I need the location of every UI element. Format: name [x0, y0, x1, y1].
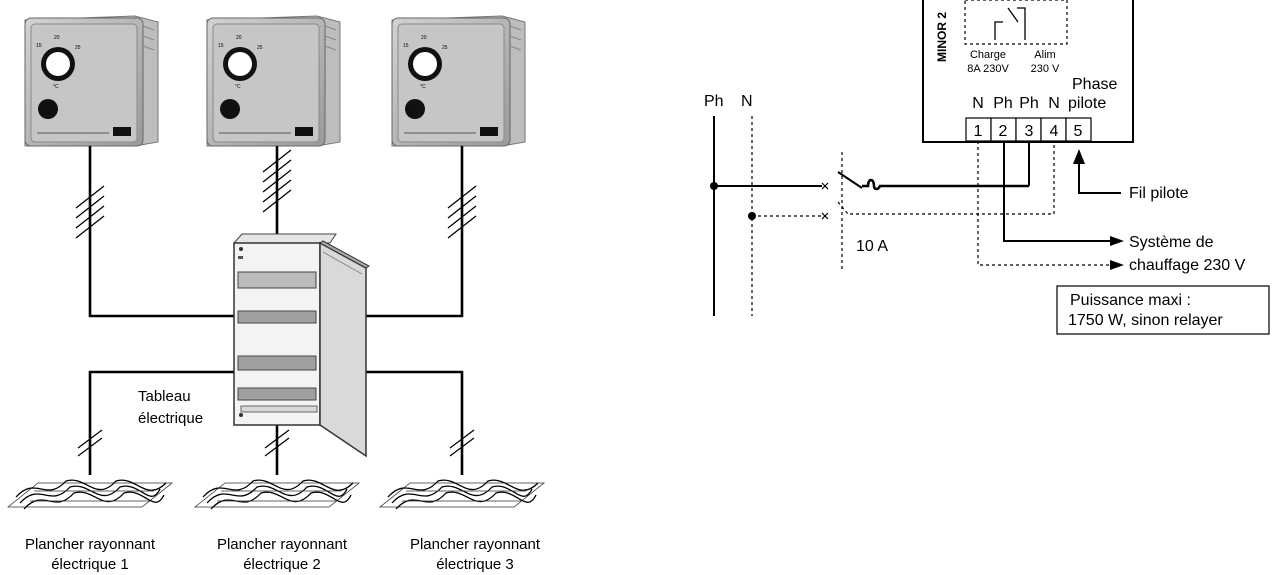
breaker-label: 10 A	[856, 238, 888, 255]
thermostat-1: 15 20 25 °C	[24, 15, 159, 147]
phase-pilote-line1: Phase	[1072, 76, 1117, 93]
unit-label: °C	[420, 84, 426, 90]
dial-tick-20: 20	[54, 35, 60, 41]
neutral-wire	[748, 141, 1055, 220]
floor-1-label-line1: Plancher rayonnant	[25, 536, 156, 553]
terminal-header-4: N	[1048, 95, 1060, 112]
floor-1-label-line2: électrique 1	[51, 556, 129, 573]
terminal-5: 5	[1074, 123, 1083, 140]
line-ph-label: Ph	[704, 93, 724, 110]
heating-floor-1	[6, 479, 174, 510]
alim-label-line2: 230 V	[1031, 63, 1060, 75]
terminal-4: 4	[1050, 123, 1059, 140]
dial-tick-15: 15	[36, 43, 42, 49]
floor-3-label-line1: Plancher rayonnant	[410, 536, 541, 553]
charge-label-line2: 8A 230V	[967, 63, 1009, 75]
dial-tick-25: 25	[442, 45, 448, 51]
thermostat-3: 15 20 25 °C	[391, 15, 526, 147]
heating-floor-3	[378, 479, 546, 510]
panel-label-line2: électrique	[138, 410, 203, 427]
left-wiring	[75, 146, 477, 475]
power-note-line1: Puissance maxi :	[1070, 292, 1191, 309]
dial-tick-20: 20	[421, 35, 427, 41]
terminal-header-3: Ph	[1019, 95, 1039, 112]
electrical-panel	[232, 233, 370, 458]
pilot-wire	[1073, 149, 1121, 194]
dial-tick-25: 25	[257, 45, 263, 51]
floor-2-label-line1: Plancher rayonnant	[217, 536, 348, 553]
alim-label-line1: Alim	[1034, 49, 1055, 61]
floor-2-label-line2: électrique 2	[243, 556, 321, 573]
line-n-label: N	[741, 93, 753, 110]
unit-label: °C	[235, 84, 241, 90]
heating-output-wires	[977, 141, 1124, 270]
heating-label-line1: Système de	[1129, 234, 1214, 251]
terminal-2: 2	[999, 123, 1008, 140]
dial-tick-25: 25	[75, 45, 81, 51]
unit-label: °C	[53, 84, 59, 90]
charge-label-line1: Charge	[970, 49, 1006, 61]
model-label: MINOR 2	[935, 12, 949, 62]
dial-tick-15: 15	[403, 43, 409, 49]
terminal-header-2: Ph	[993, 95, 1013, 112]
terminal-header-1: N	[972, 95, 984, 112]
fil-pilote-label: Fil pilote	[1129, 185, 1189, 202]
heating-label-line2: chauffage 230 V	[1129, 257, 1246, 274]
panel-label-line1: Tableau	[138, 388, 191, 405]
phase-pilote-line2: pilote	[1068, 95, 1106, 112]
power-note-box	[1056, 285, 1270, 335]
power-note-line2: 1750 W, sinon relayer	[1068, 312, 1223, 329]
floor-3-label-line2: électrique 3	[436, 556, 514, 573]
cable-hatch-marks	[75, 149, 477, 457]
phase-wire	[710, 141, 1030, 191]
terminal-3: 3	[1025, 123, 1034, 140]
thermostat-2: 15 20 25 °C	[206, 15, 341, 147]
terminal-1: 1	[974, 123, 983, 140]
dial-tick-20: 20	[236, 35, 242, 41]
dial-tick-15: 15	[218, 43, 224, 49]
terminal-block	[965, 117, 1092, 142]
heating-floor-2	[193, 479, 361, 510]
